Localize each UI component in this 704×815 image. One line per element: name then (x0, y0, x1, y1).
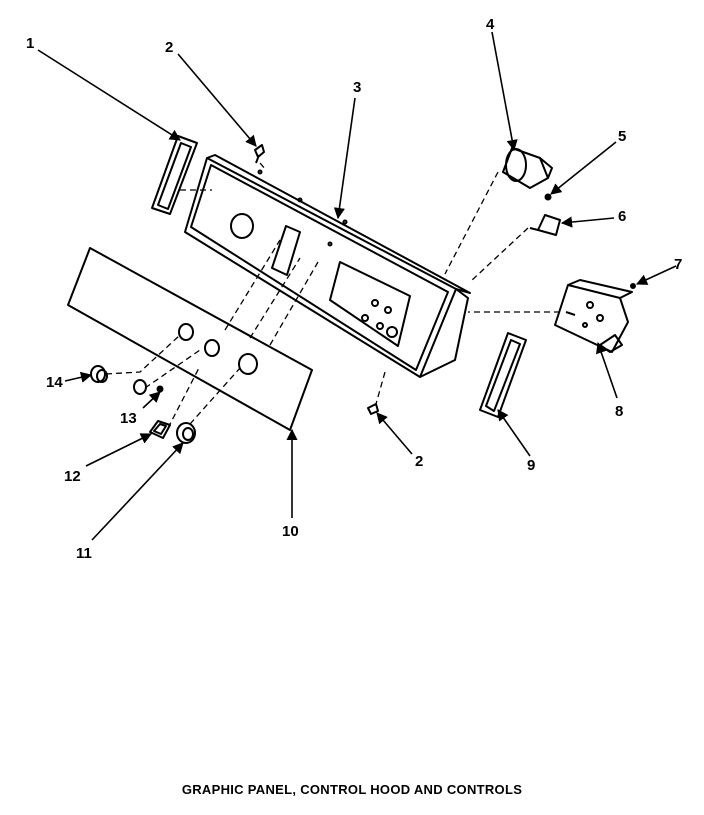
leader-lines (37, 31, 677, 541)
callout-8: 8 (615, 403, 623, 420)
callout-11: 11 (76, 545, 92, 562)
screw-part-2-lower (367, 403, 379, 415)
diagram-caption: GRAPHIC PANEL, CONTROL HOOD AND CONTROLS (181, 782, 523, 797)
selector-switch (529, 214, 561, 236)
callout-2-lower: 2 (415, 453, 423, 470)
callout-labels: 1 2 3 4 5 6 7 8 2 9 10 11 12 13 14 (26, 16, 682, 562)
screw-part-5 (544, 193, 552, 201)
callout-14: 14 (46, 374, 63, 391)
knob-part-12 (149, 420, 171, 439)
screw-part-2-upper (254, 144, 265, 164)
callout-1: 1 (26, 35, 34, 52)
assembly-dashed-lines (105, 162, 560, 429)
knob-part-11 (176, 422, 196, 444)
callout-10: 10 (282, 523, 299, 540)
screw-part-7 (630, 283, 636, 289)
callout-4: 4 (486, 16, 495, 33)
callout-2-upper: 2 (165, 39, 173, 56)
control-hood (184, 154, 471, 378)
callout-12: 12 (64, 468, 81, 485)
left-end-cap (151, 135, 198, 215)
callout-3: 3 (353, 79, 361, 96)
callout-5: 5 (618, 128, 626, 145)
pressure-switch (502, 147, 553, 189)
right-end-cap (479, 332, 527, 418)
knob-part-14 (90, 365, 108, 383)
graphic-panel (67, 247, 313, 431)
callout-7: 7 (674, 256, 682, 273)
knob-part-13 (133, 379, 164, 395)
timer (554, 279, 633, 353)
callout-6: 6 (618, 208, 626, 225)
callout-13: 13 (120, 410, 137, 427)
callout-9: 9 (527, 457, 535, 474)
